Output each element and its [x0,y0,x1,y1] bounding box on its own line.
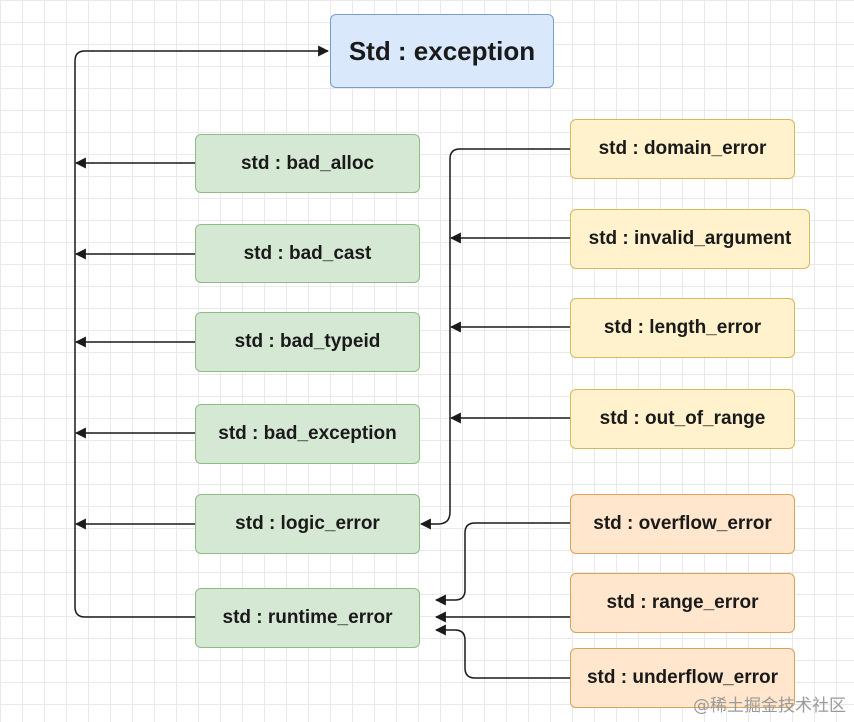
node-range-error: std : range_error [570,573,795,633]
node-invalid-argument: std : invalid_argument [570,209,810,269]
edge-domain-error [419,148,570,530]
node-length-error: std : length_error [570,298,795,358]
edge-overflow-error [434,522,570,606]
edge-trunk-to-exception [74,45,330,618]
node-out-of-range: std : out_of_range [570,389,795,449]
node-domain-error: std : domain_error [570,119,795,179]
watermark: @稀土掘金技术社区 [693,696,846,716]
node-exception: Std : exception [330,14,554,88]
node-overflow-error: std : overflow_error [570,494,795,554]
node-underflow-error: std : underflow_error [570,648,795,708]
node-logic-error: std : logic_error [195,494,420,554]
node-bad-exception: std : bad_exception [195,404,420,464]
edge-underflow-error [434,624,570,679]
node-runtime-error: std : runtime_error [195,588,420,648]
node-bad-alloc: std : bad_alloc [195,134,420,193]
node-bad-cast: std : bad_cast [195,224,420,283]
node-bad-typeid: std : bad_typeid [195,312,420,372]
